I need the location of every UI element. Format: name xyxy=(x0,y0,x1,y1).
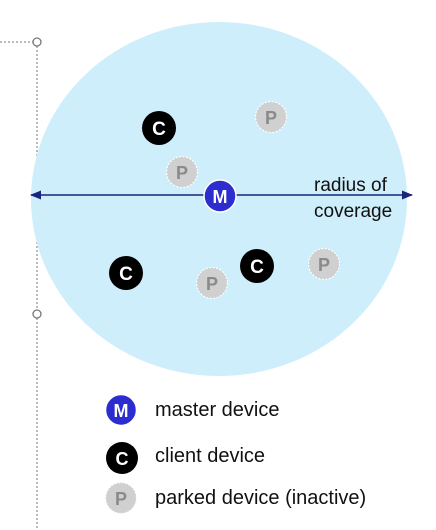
node-parked-1-letter: P xyxy=(265,108,277,128)
node-client-1-letter: C xyxy=(152,119,166,140)
legend-client-circle xyxy=(106,442,138,474)
resize-handle-middle[interactable] xyxy=(32,309,42,319)
legend-master-circle xyxy=(104,393,138,427)
legend-parked-circle xyxy=(104,481,138,515)
node-client-2-circle xyxy=(109,256,143,290)
node-client-1-circle xyxy=(142,111,176,145)
radius-label-line2: coverage xyxy=(314,201,392,222)
legend-master-label: master device xyxy=(155,399,280,421)
node-client-2: C xyxy=(109,256,143,290)
legend-parked-symbol: P xyxy=(104,481,138,515)
node-client-3-letter: C xyxy=(250,257,264,278)
legend-parked-label: parked device (inactive) xyxy=(155,487,367,509)
node-parked-4-circle xyxy=(307,247,341,281)
node-parked-3: P xyxy=(195,266,229,300)
legend-master-symbol: M xyxy=(104,393,138,427)
node-parked-1-circle xyxy=(254,100,288,134)
legend-parked-letter: P xyxy=(115,489,127,509)
node-parked-3-letter: P xyxy=(206,274,218,294)
legend-master-letter: M xyxy=(114,401,129,421)
node-client-3: C xyxy=(240,249,274,283)
legend-client-label: client device xyxy=(155,445,266,467)
node-parked-4: P xyxy=(307,247,341,281)
node-master: M xyxy=(203,179,237,213)
node-parked-2: P xyxy=(165,155,199,189)
resize-handle-top[interactable] xyxy=(32,37,42,47)
node-parked-1: P xyxy=(254,100,288,134)
node-master-circle xyxy=(203,179,237,213)
node-client-1: C xyxy=(142,111,176,145)
node-parked-2-letter: P xyxy=(176,163,188,183)
node-master-letter: M xyxy=(213,187,228,207)
legend-client-symbol: C xyxy=(106,442,138,474)
legend-client-letter: C xyxy=(116,449,129,469)
node-client-3-circle xyxy=(240,249,274,283)
node-parked-4-letter: P xyxy=(318,255,330,275)
radius-label-line1: radius of xyxy=(314,175,388,196)
node-parked-2-circle xyxy=(165,155,199,189)
node-parked-3-circle xyxy=(195,266,229,300)
node-client-2-letter: C xyxy=(119,264,133,285)
